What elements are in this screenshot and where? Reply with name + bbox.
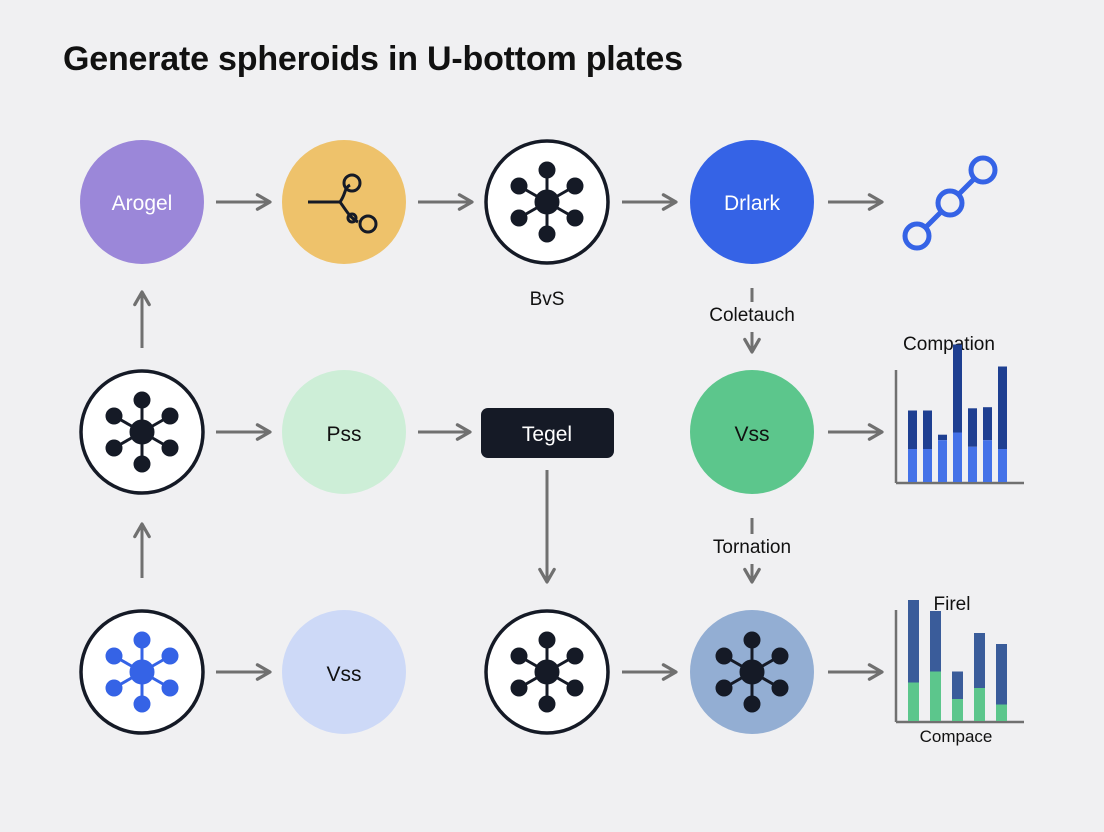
bar-upper bbox=[974, 633, 985, 688]
node-tegel-label: Tegel bbox=[522, 423, 572, 446]
bar-lower bbox=[908, 449, 917, 482]
bar-lower bbox=[983, 440, 992, 482]
chart1-title: Compation bbox=[903, 334, 995, 355]
node-drlark: Drlark bbox=[690, 140, 814, 264]
bar-upper bbox=[908, 600, 919, 683]
chart-firel bbox=[894, 600, 1024, 724]
bar-lower bbox=[938, 440, 947, 482]
node-hub-top bbox=[484, 139, 610, 265]
bar-upper bbox=[983, 407, 992, 441]
node-vss-blue-label: Vss bbox=[326, 663, 361, 686]
node-arogel-label: Arogel bbox=[112, 192, 173, 215]
bar-upper bbox=[996, 644, 1007, 705]
node-pss: Pss bbox=[282, 370, 406, 494]
node-vss-green-label: Vss bbox=[734, 423, 769, 446]
bar-lower bbox=[952, 699, 963, 721]
bar-lower bbox=[930, 671, 941, 721]
bar-lower bbox=[923, 449, 932, 482]
bar-upper bbox=[952, 671, 963, 699]
bar-upper bbox=[998, 366, 1007, 449]
bar-lower bbox=[996, 704, 1007, 721]
bar-upper bbox=[968, 408, 977, 447]
node-arogel: Arogel bbox=[80, 140, 204, 264]
chart2-title: Firel bbox=[934, 594, 971, 615]
bar-lower bbox=[974, 688, 985, 721]
chain-icon bbox=[902, 155, 998, 251]
node-vss-blue: Vss bbox=[282, 610, 406, 734]
label-bvs: BvS bbox=[530, 289, 565, 310]
node-hub-blue bbox=[79, 609, 205, 735]
branch-icon bbox=[308, 173, 378, 234]
chart-compation bbox=[894, 344, 1024, 485]
chart2-xlabel: Compace bbox=[920, 727, 993, 746]
bar-upper bbox=[938, 434, 947, 441]
node-tegel: Tegel bbox=[481, 408, 614, 458]
node-branch bbox=[282, 140, 406, 264]
node-vss-green: Vss bbox=[690, 370, 814, 494]
bar-lower bbox=[908, 682, 919, 721]
page-title: Generate spheroids in U-bottom plates bbox=[63, 40, 683, 78]
node-pss-label: Pss bbox=[326, 423, 361, 446]
bar-upper bbox=[953, 344, 962, 433]
node-drlark-label: Drlark bbox=[724, 192, 780, 215]
bar-lower bbox=[998, 449, 1007, 482]
label-tornation: Tornation bbox=[713, 537, 791, 558]
bar-lower bbox=[953, 432, 962, 482]
node-hub-bottom bbox=[484, 609, 610, 735]
node-hub-left bbox=[79, 369, 205, 495]
label-coletauch: Coletauch bbox=[709, 305, 795, 326]
node-hub-steel bbox=[690, 610, 814, 734]
bar-lower bbox=[968, 446, 977, 482]
bar-upper bbox=[930, 611, 941, 672]
bar-upper bbox=[908, 410, 917, 449]
bar-upper bbox=[923, 410, 932, 449]
